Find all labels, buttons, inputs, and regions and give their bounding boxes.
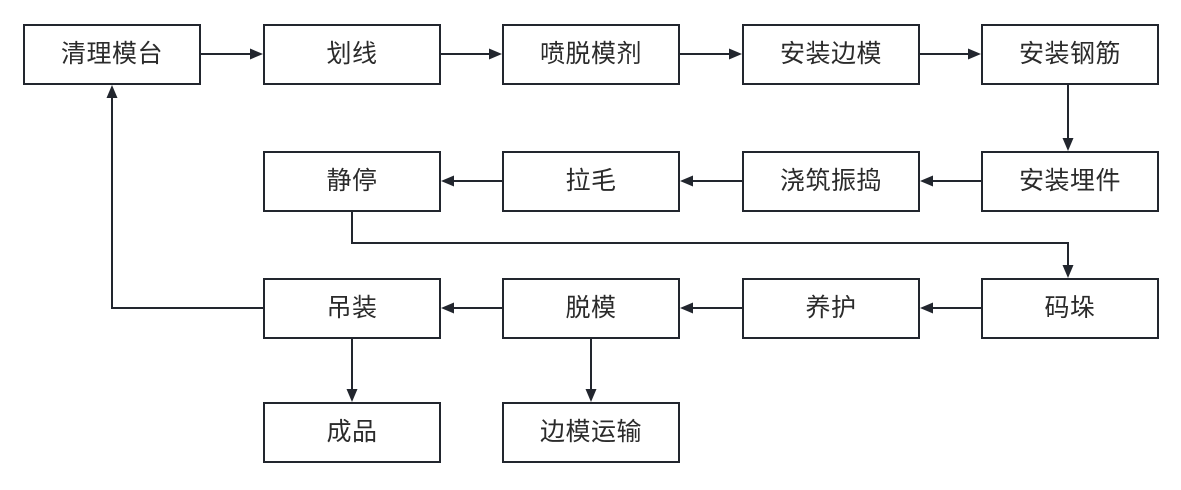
flow-node-n1[interactable]: 清理模台 (23, 24, 201, 85)
flow-node-n15[interactable]: 边模运输 (502, 402, 680, 463)
flow-node-n14[interactable]: 成品 (263, 402, 441, 463)
flow-node-n4[interactable]: 安装边模 (742, 24, 920, 85)
flow-node-label: 养护 (805, 294, 857, 322)
edges-group (111, 53, 1069, 395)
flow-node-label: 浇筑振捣 (779, 167, 882, 195)
flow-node-label: 喷脱模剂 (539, 40, 642, 68)
flow-node-n5[interactable]: 安装钢筋 (981, 24, 1159, 85)
flow-node-n11[interactable]: 脱模 (502, 278, 680, 339)
flow-node-label: 安装边模 (779, 40, 882, 68)
flow-node-label: 脱模 (565, 294, 617, 322)
arrowhead-icon (441, 302, 454, 314)
arrowhead-icon (106, 85, 118, 98)
flow-node-n3[interactable]: 喷脱模剂 (502, 24, 680, 85)
flow-node-n13[interactable]: 码垛 (981, 278, 1159, 339)
arrowhead-icon (968, 48, 981, 60)
arrowhead-icon (441, 175, 454, 187)
arrowhead-icon (1062, 265, 1074, 278)
arrowhead-icon (680, 175, 693, 187)
flow-node-n7[interactable]: 拉毛 (502, 151, 680, 212)
arrowhead-icon (346, 389, 358, 402)
flow-edge-e15 (111, 92, 263, 309)
arrowhead-icon (250, 48, 263, 60)
flow-node-n9[interactable]: 安装埋件 (981, 151, 1159, 212)
arrowhead-icon (920, 302, 933, 314)
arrowhead-icon (920, 175, 933, 187)
flow-node-label: 成品 (326, 418, 378, 446)
arrowhead-icon (729, 48, 742, 60)
flow-node-label: 划线 (326, 40, 378, 68)
flow-node-label: 拉毛 (565, 167, 617, 195)
arrowhead-icon (680, 302, 693, 314)
flow-node-n6[interactable]: 静停 (263, 151, 441, 212)
flow-node-label: 清理模台 (60, 40, 163, 68)
flow-node-n12[interactable]: 养护 (742, 278, 920, 339)
flow-node-label: 吊装 (326, 294, 378, 322)
flow-node-label: 码垛 (1044, 294, 1096, 322)
arrowhead-icon (489, 48, 502, 60)
flow-node-label: 安装埋件 (1018, 167, 1121, 195)
flow-node-label: 边模运输 (539, 418, 642, 446)
flow-node-n10[interactable]: 吊装 (263, 278, 441, 339)
arrowhead-icon (585, 389, 597, 402)
flow-node-n8[interactable]: 浇筑振捣 (742, 151, 920, 212)
arrowheads-group (106, 48, 1074, 402)
flow-edge-e9 (351, 212, 1069, 271)
arrowhead-icon (1062, 138, 1074, 151)
flow-node-label: 安装钢筋 (1018, 40, 1121, 68)
flow-node-n2[interactable]: 划线 (263, 24, 441, 85)
flow-node-label: 静停 (326, 167, 378, 195)
